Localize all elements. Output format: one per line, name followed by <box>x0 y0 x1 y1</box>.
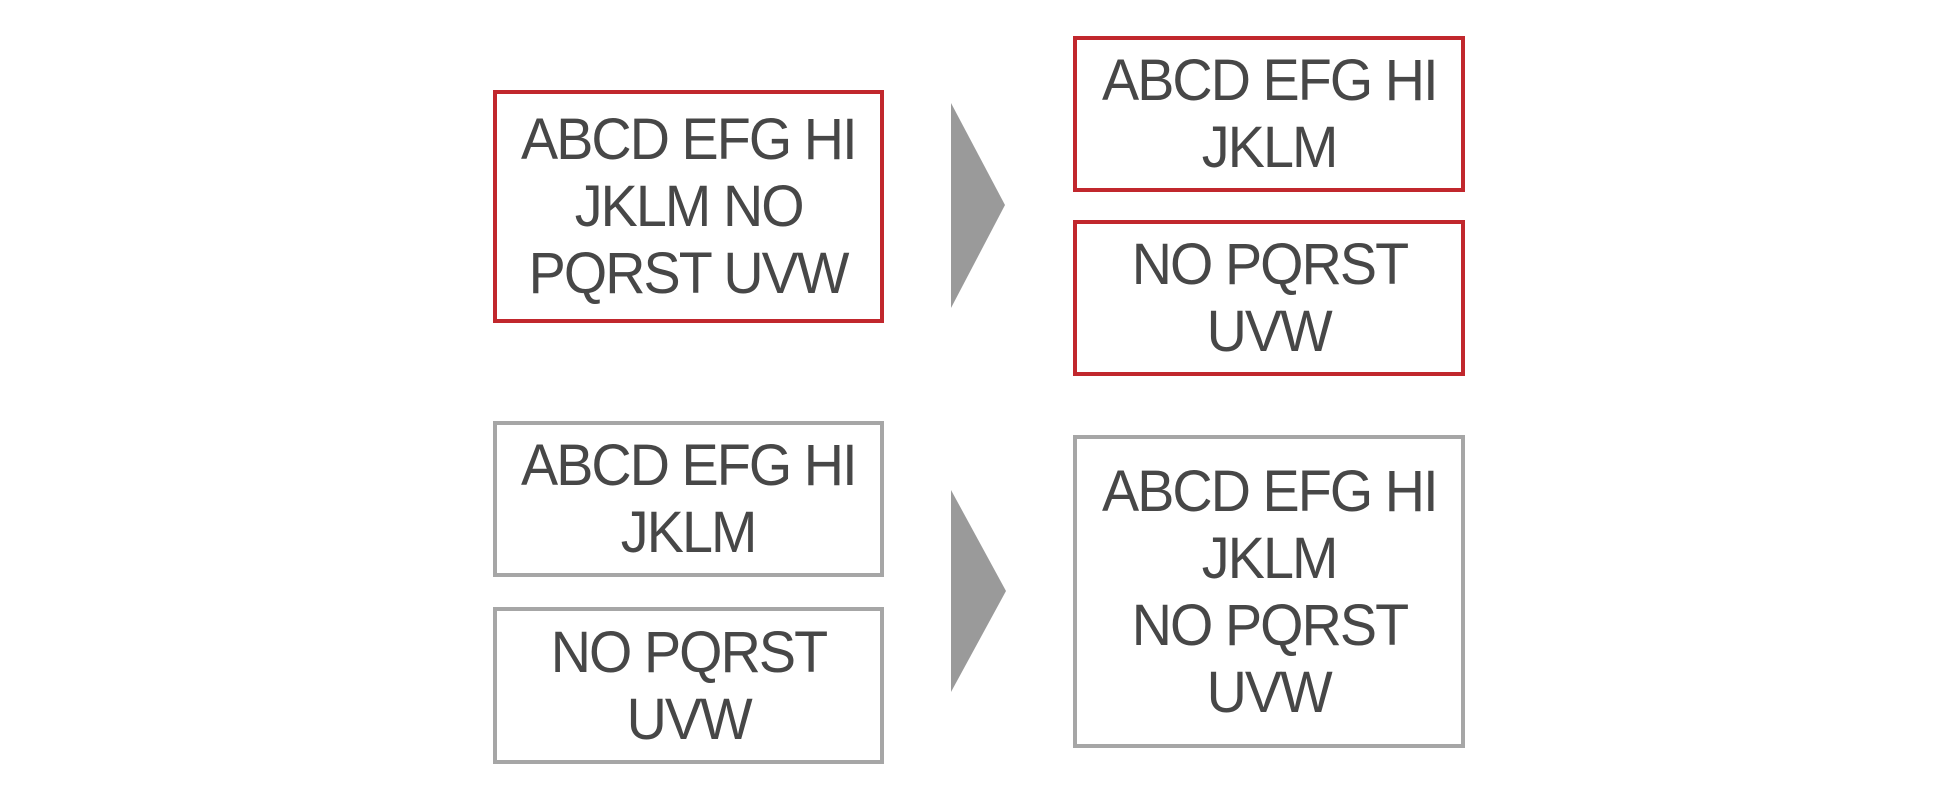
text-line: UVW <box>1206 299 1333 364</box>
text-line: JKLM <box>1201 115 1339 180</box>
right-arrow-icon <box>951 490 1006 692</box>
text-line: JKLM NO <box>574 174 805 239</box>
text-line: UVW <box>1206 659 1333 725</box>
text-line: JKLM <box>1201 525 1339 591</box>
split-result-textbox-1: ABCD EFG HI JKLM <box>1073 36 1465 192</box>
text-line: NO PQRST <box>1131 592 1408 658</box>
right-arrow-icon <box>951 103 1005 308</box>
merge-result-textbox: ABCD EFG HI JKLM NO PQRST UVW <box>1073 435 1465 748</box>
text-line: UVW <box>626 686 752 752</box>
merge-source-textbox-1: ABCD EFG HI JKLM <box>493 421 884 577</box>
text-line: ABCD EFG HI <box>521 433 858 498</box>
text-line: JKLM <box>621 500 758 565</box>
split-result-textbox-2: NO PQRST UVW <box>1073 220 1465 376</box>
text-line: PQRST UVW <box>529 241 850 306</box>
text-line: ABCD EFG HI <box>521 107 858 172</box>
merge-source-textbox-2: NO PQRST UVW <box>493 607 884 764</box>
text-line: NO PQRST <box>550 619 828 685</box>
split-source-textbox: ABCD EFG HI JKLM NO PQRST UVW <box>493 90 884 323</box>
text-line: ABCD EFG HI <box>1101 48 1439 113</box>
text-line: NO PQRST <box>1131 232 1408 297</box>
text-line: ABCD EFG HI <box>1101 458 1439 524</box>
